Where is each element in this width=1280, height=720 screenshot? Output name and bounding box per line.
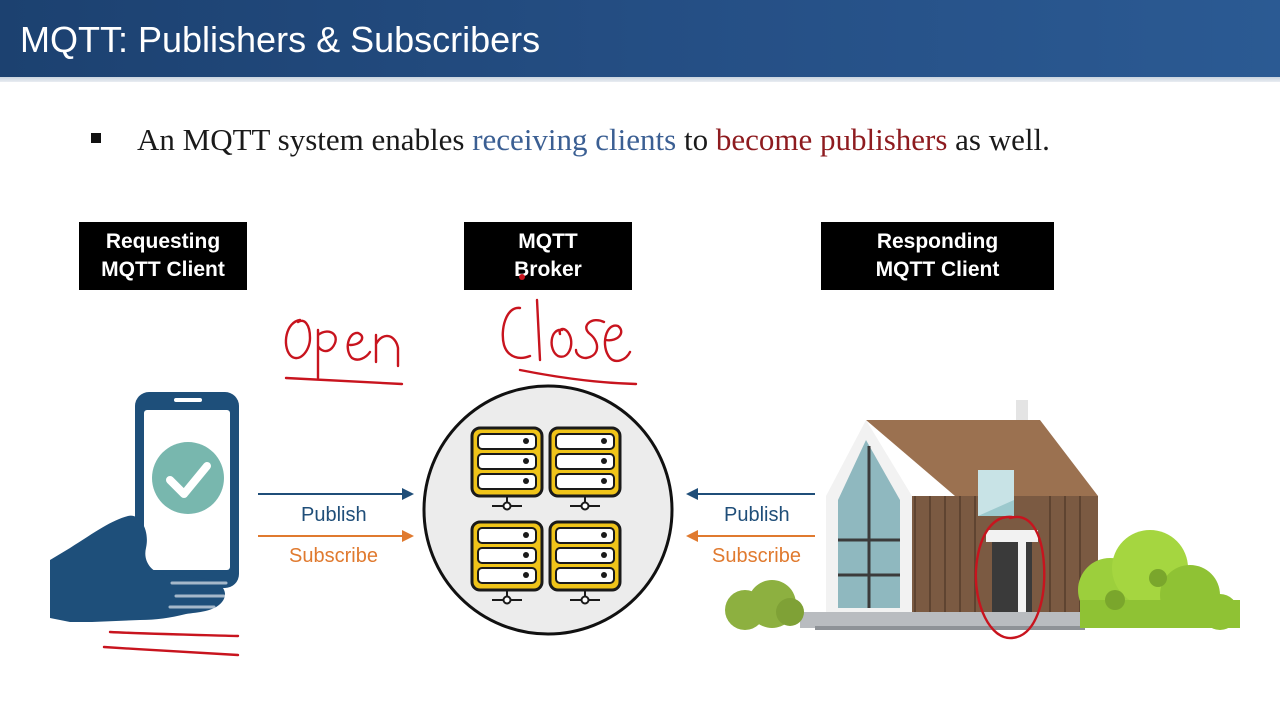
smartphone-checkmark-icon xyxy=(50,392,239,622)
highlight-become-publishers: become publishers xyxy=(715,122,948,157)
house-icon xyxy=(800,400,1100,630)
bullet-part2: to xyxy=(676,122,716,157)
bullet-text: An MQTT system enables receiving clients… xyxy=(137,120,1050,160)
right-publish-label: Publish xyxy=(724,504,790,526)
handwritten-open xyxy=(284,318,404,386)
server-rack-top-left xyxy=(470,426,544,511)
server-rack-bottom-left xyxy=(470,520,544,605)
highlight-receiving-clients: receiving clients xyxy=(472,122,677,157)
responding-label-line1: Responding xyxy=(876,230,999,253)
left-subscribe-arrow xyxy=(258,530,414,542)
responding-client-label: Responding MQTT Client xyxy=(821,222,1054,290)
left-subscribe-label: Subscribe xyxy=(289,545,378,567)
requesting-label-line2: MQTT Client xyxy=(101,258,225,281)
right-subscribe-label: Subscribe xyxy=(712,545,801,567)
bush-icon xyxy=(725,530,1240,630)
broker-label: MQTT Broker xyxy=(464,222,632,290)
right-publish-arrow xyxy=(686,488,815,500)
bullet-marker xyxy=(91,133,101,143)
left-publish-label: Publish xyxy=(301,504,367,526)
handwritten-annotations xyxy=(102,274,1046,657)
slide-title: MQTT: Publishers & Subscribers xyxy=(20,19,541,60)
broker-label-line2: Broker xyxy=(514,258,582,281)
server-rack-top-right xyxy=(548,426,622,511)
server-racks-icon xyxy=(422,384,674,636)
title-bar xyxy=(0,0,1280,77)
broker-label-line1: MQTT xyxy=(518,230,578,253)
responding-label-line2: MQTT Client xyxy=(875,258,1000,281)
title-bar-stripe xyxy=(0,77,1280,82)
requesting-client-label: Requesting MQTT Client xyxy=(79,222,247,290)
right-subscribe-arrow xyxy=(686,530,815,542)
requesting-label-line1: Requesting xyxy=(105,230,221,253)
handwritten-close xyxy=(501,298,638,386)
left-publish-arrow xyxy=(258,488,414,500)
bullet-part3: as well. xyxy=(947,122,1050,157)
server-rack-bottom-right xyxy=(548,520,622,605)
bullet-part1: An MQTT system enables xyxy=(137,122,473,157)
